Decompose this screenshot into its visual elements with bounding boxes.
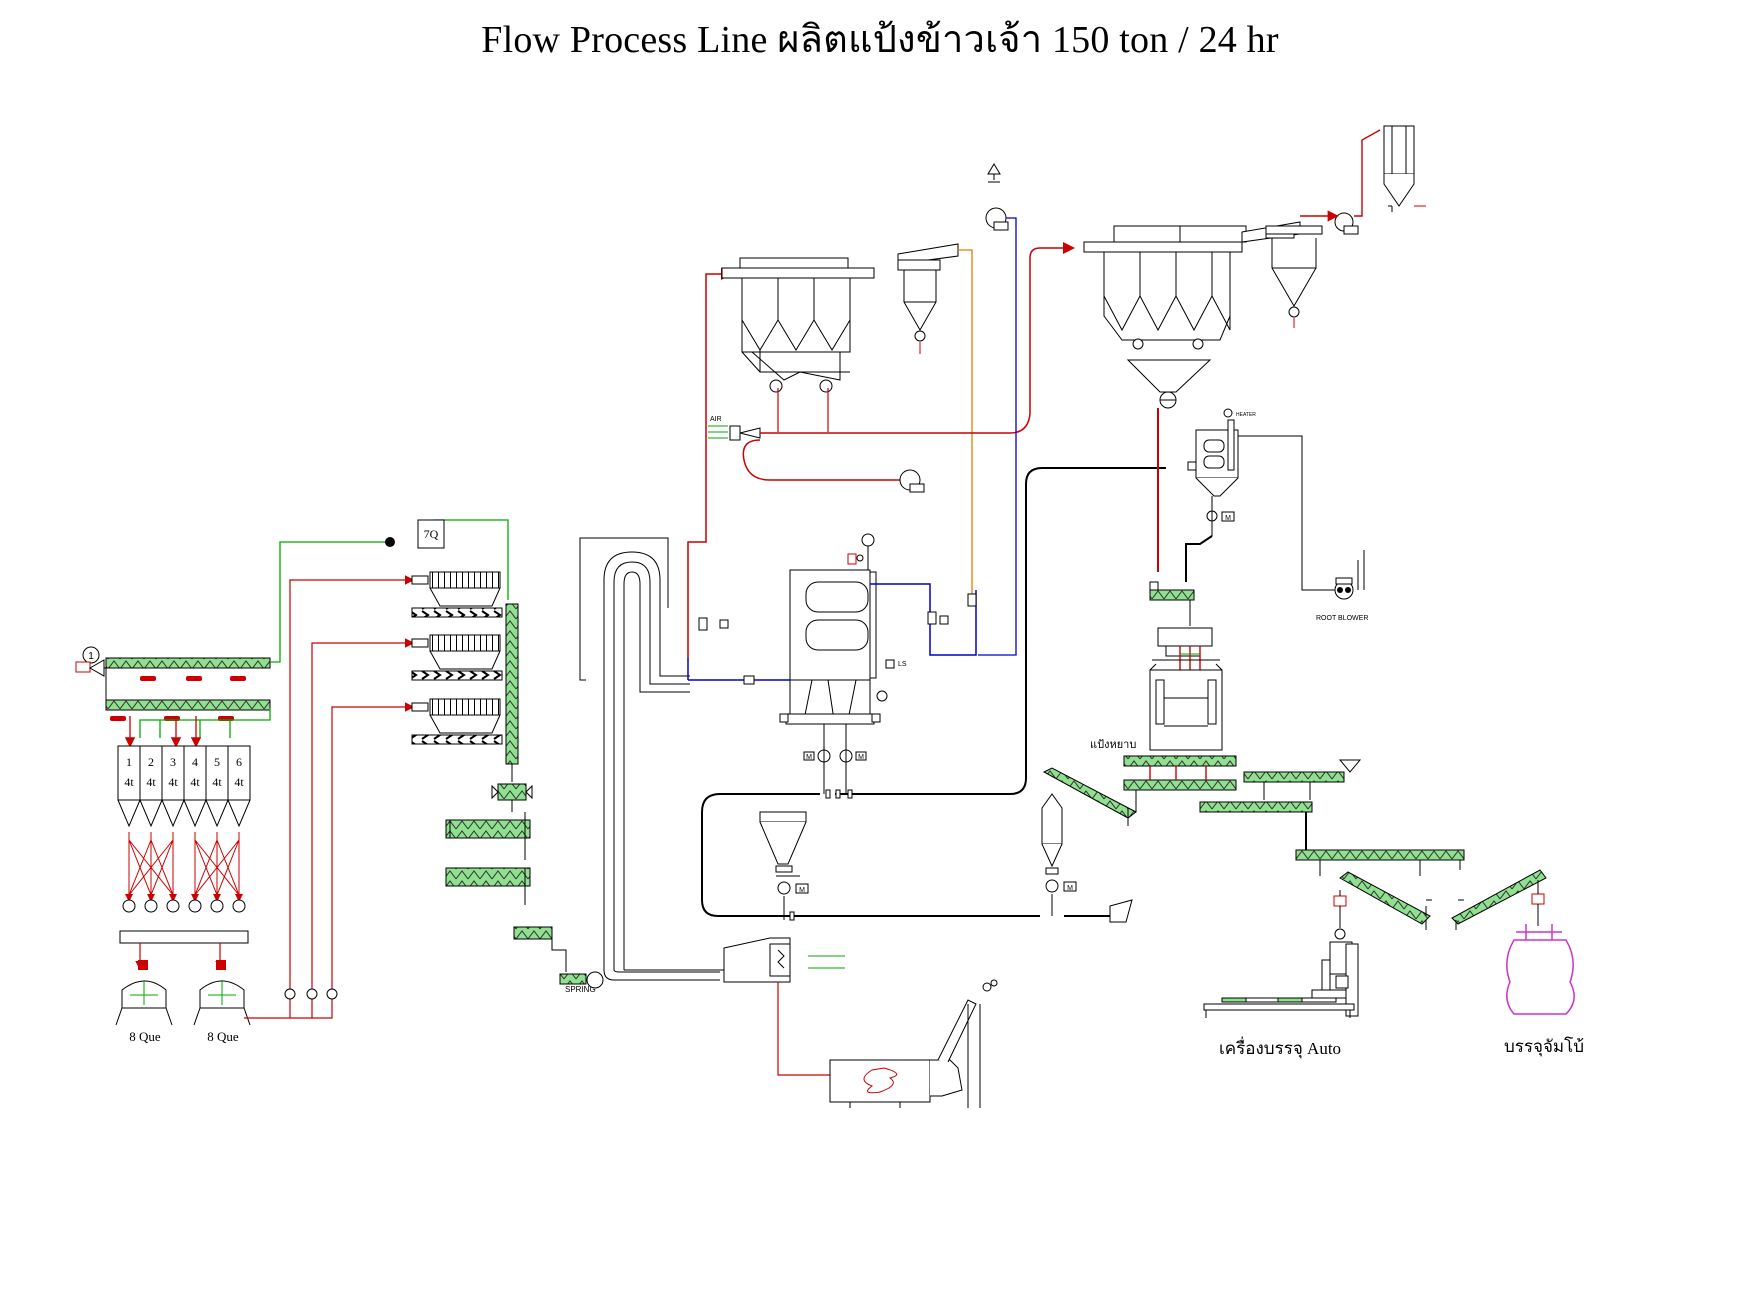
silo-capacity-5: 4t bbox=[212, 775, 222, 789]
middle-hopper: M bbox=[759, 811, 809, 921]
vertical-screw-conveyor bbox=[505, 603, 519, 765]
motor-label-1: M bbox=[806, 754, 812, 761]
que-right-label: 8 Que bbox=[207, 1029, 239, 1044]
auto-packing-machine: เครื่องบรรจุ Auto bbox=[1203, 928, 1359, 1059]
soaking-silos: 1 2 3 4 5 6 4t 4t 4t 4t 4t 4t bbox=[117, 745, 251, 944]
sieve-conveyor-2 bbox=[1123, 779, 1237, 791]
feed-hopper bbox=[75, 661, 91, 673]
valve-1-label: 1 bbox=[88, 651, 94, 662]
silo-number-2: 2 bbox=[148, 755, 154, 769]
tank-7q bbox=[417, 519, 445, 549]
que-tanks: 8 Que 8 Que bbox=[115, 943, 251, 1044]
auto-packing-label: เครื่องบรรจุ Auto bbox=[1219, 1036, 1341, 1059]
mid-screw-right bbox=[1199, 801, 1313, 813]
silo-number-1: 1 bbox=[126, 755, 132, 769]
motor-label-2: M bbox=[858, 754, 864, 761]
centrifuge bbox=[497, 783, 527, 801]
screw-conveyor-lower bbox=[105, 699, 271, 711]
flash-dryer-column bbox=[579, 537, 845, 983]
motor-label-4: M bbox=[1067, 885, 1073, 892]
bag-filter bbox=[1383, 125, 1415, 175]
sifter-hopper: M bbox=[1041, 793, 1133, 923]
silo-number-4: 4 bbox=[192, 755, 198, 769]
packing-feed bbox=[1333, 869, 1547, 930]
distribution-screw bbox=[1295, 849, 1465, 861]
tank-7q-label: 7Q bbox=[424, 527, 439, 541]
jumbo-bag-label: บรรจุจัมโบ้ bbox=[1504, 1036, 1584, 1057]
silo-capacity-6: 4t bbox=[234, 775, 244, 789]
ls-label: LS bbox=[898, 661, 907, 668]
dewater-screw-2 bbox=[445, 867, 531, 887]
silo-number-3: 3 bbox=[170, 755, 176, 769]
coarse-flour-label: แป้งหยาบ bbox=[1090, 739, 1136, 751]
left-feed-section: 1 bbox=[75, 519, 509, 1044]
washer-bank: SPRING bbox=[411, 571, 604, 994]
collection-header bbox=[119, 930, 249, 944]
exhaust-fan-1 bbox=[978, 163, 1017, 656]
motor-label-5: M bbox=[1225, 515, 1231, 522]
heater-unit: HEATER M bbox=[1185, 408, 1336, 591]
transfer-screw bbox=[513, 926, 553, 940]
silo-capacity-4: 4t bbox=[190, 775, 200, 789]
pneumatic-line bbox=[701, 467, 1166, 917]
water-valve-icon bbox=[385, 537, 395, 547]
que-left-label: 8 Que bbox=[129, 1029, 161, 1044]
motor-label-3: M bbox=[799, 887, 805, 894]
hot-air-line bbox=[777, 982, 838, 1076]
dryer-collector-1: AIR bbox=[687, 242, 1075, 680]
diagram-title: Flow Process Line ผลิตแป้งข้าวเจ้า 150 t… bbox=[481, 19, 1279, 61]
silo-capacity-1: 4t bbox=[124, 775, 134, 789]
spring-label: SPRING bbox=[565, 985, 596, 994]
root-blower-label: ROOT BLOWER bbox=[1316, 615, 1368, 622]
silo-capacity-2: 4t bbox=[146, 775, 156, 789]
silo-capacity-3: 4t bbox=[168, 775, 178, 789]
mill-sieve-block: แป้งหยาบ bbox=[1042, 581, 1465, 876]
silo-number-5: 5 bbox=[214, 755, 220, 769]
dryer-collector-2 bbox=[1083, 125, 1426, 409]
heater-label: HEATER bbox=[1236, 412, 1256, 418]
sieve-conveyor-1 bbox=[1123, 755, 1237, 767]
screw-conveyor-upper bbox=[105, 657, 271, 669]
silo-number-6: 6 bbox=[236, 755, 242, 769]
dewater-screw-1 bbox=[445, 819, 531, 839]
furnace bbox=[829, 979, 998, 1108]
air-label: AIR bbox=[710, 416, 722, 423]
upper-screw-right bbox=[1243, 771, 1345, 783]
steam-dryer-vessel: LS M M bbox=[688, 533, 977, 794]
root-blower: ROOT BLOWER bbox=[1316, 550, 1368, 622]
valve-1-icon bbox=[82, 646, 100, 664]
jumbo-bag: บรรจุจัมโบ้ bbox=[1504, 904, 1584, 1057]
spring-feeder-icon bbox=[586, 971, 604, 989]
